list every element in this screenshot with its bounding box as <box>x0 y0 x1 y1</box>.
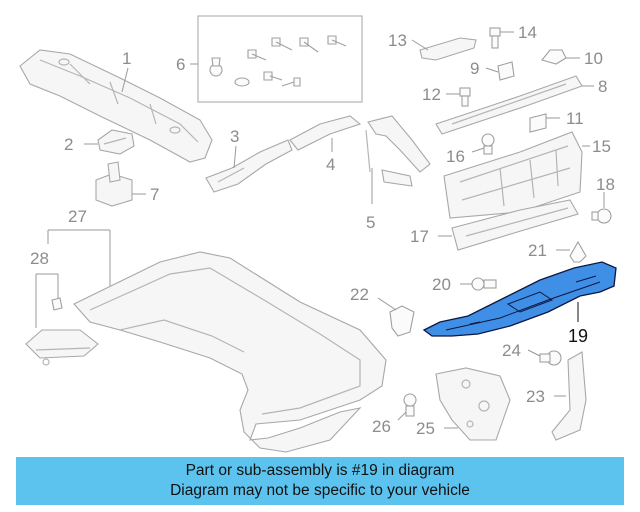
callout-15: 15 <box>592 137 611 156</box>
callout-25: 25 <box>416 419 435 438</box>
fastener-kit-box <box>197 15 363 103</box>
callout-2: 2 <box>64 135 73 154</box>
part-4-rail[interactable] <box>289 115 362 151</box>
callout-21: 21 <box>528 241 547 260</box>
callout-9: 9 <box>470 59 479 78</box>
callout-22: 22 <box>350 285 369 304</box>
callout-11: 11 <box>566 109 584 128</box>
callout-27: 27 <box>68 207 87 226</box>
part-14-bolt[interactable] <box>489 27 501 49</box>
part-20-bolt[interactable] <box>471 277 497 291</box>
callout-17: 17 <box>410 227 429 246</box>
part-25-bracket-plate[interactable] <box>435 367 511 441</box>
callout-26: 26 <box>372 417 391 436</box>
callout-23: 23 <box>526 387 545 406</box>
part-10-clip[interactable] <box>541 49 567 65</box>
part-21-retainer[interactable] <box>569 240 587 263</box>
part-3-trim-panel[interactable] <box>205 139 293 193</box>
callout-5: 5 <box>366 213 375 232</box>
callout-4: 4 <box>326 155 335 174</box>
callout-24: 24 <box>502 341 521 360</box>
callout-3: 3 <box>230 127 239 146</box>
callout-13: 13 <box>388 31 407 50</box>
part-2-clip[interactable] <box>97 129 135 155</box>
part-17-support[interactable] <box>451 199 579 251</box>
part-18-bumper[interactable] <box>591 208 612 224</box>
part-5-hinge-arm[interactable] <box>365 115 431 187</box>
banner-line-1: Part or sub-assembly is #19 in diagram <box>185 462 455 479</box>
part-24-bolt[interactable] <box>539 350 562 366</box>
callout-16: 16 <box>446 147 465 166</box>
banner-line-2: Diagram may not be specific to your vehi… <box>170 482 470 499</box>
info-banner: Part or sub-assembly is #19 in diagram D… <box>16 457 624 505</box>
callout-6: 6 <box>176 55 185 74</box>
part-6-fastener-kit[interactable] <box>209 35 347 87</box>
callout-28: 28 <box>30 249 49 268</box>
callout-12: 12 <box>422 85 441 104</box>
part-7-latch[interactable] <box>95 161 133 207</box>
part-11-nut[interactable] <box>529 113 547 133</box>
part-1-header-bracket[interactable] <box>19 49 213 163</box>
part-15-rear-panel[interactable] <box>443 131 583 219</box>
part-28-latch[interactable] <box>25 297 99 366</box>
callout-20: 20 <box>432 275 451 294</box>
callout-10: 10 <box>584 49 603 68</box>
part-9-retainer[interactable] <box>497 61 515 81</box>
callout-8: 8 <box>598 77 607 96</box>
part-12-bolt[interactable] <box>459 87 471 107</box>
callout-1: 1 <box>122 49 131 68</box>
callout-7: 7 <box>150 185 159 204</box>
part-19-highlighted-panel[interactable] <box>422 261 617 337</box>
part-8-rail[interactable] <box>435 75 583 135</box>
part-23-trim-strip[interactable] <box>551 351 587 441</box>
callout-18: 18 <box>596 175 615 194</box>
part-13-cover[interactable] <box>419 37 477 61</box>
part-26-fastener[interactable] <box>403 393 417 417</box>
part-27-soft-top[interactable] <box>73 251 387 453</box>
callout-19: 19 <box>568 326 588 346</box>
part-22-hinge[interactable] <box>389 305 415 337</box>
part-16-fastener[interactable] <box>481 133 495 155</box>
callout-14: 14 <box>518 23 537 42</box>
